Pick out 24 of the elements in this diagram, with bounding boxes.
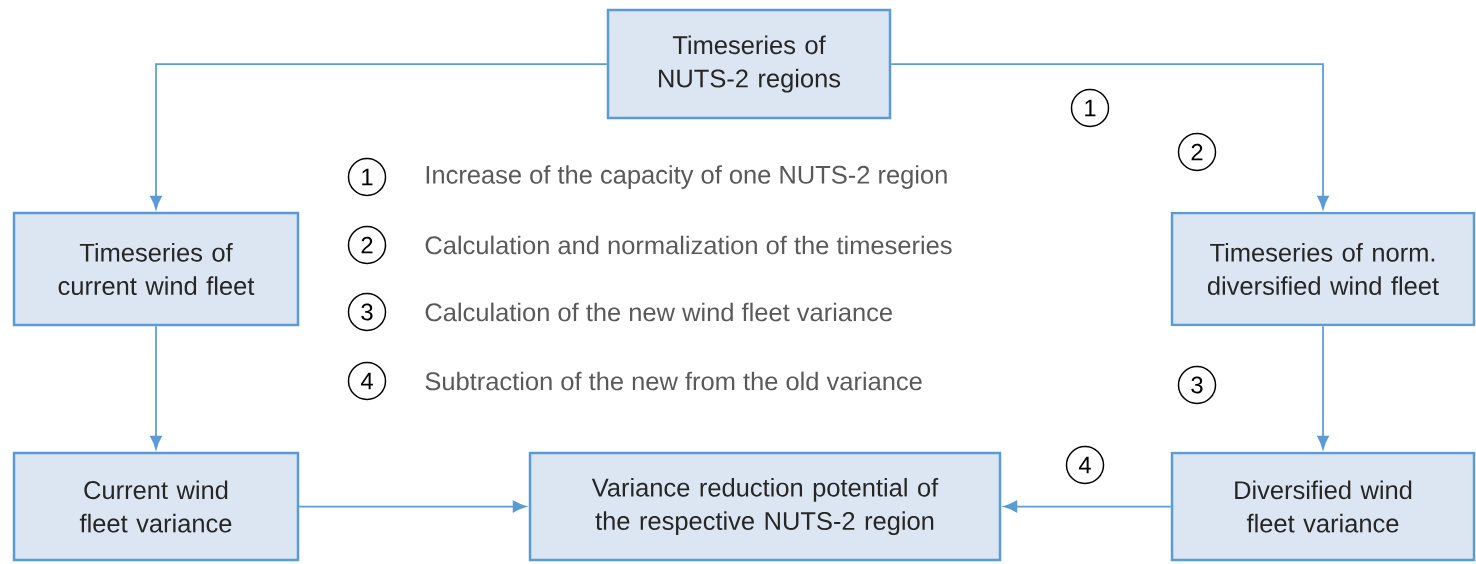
step-number: 2 <box>1177 132 1217 172</box>
process-box: Variance reduction potential of the respective NUTS-2 region <box>528 451 1002 562</box>
arrow <box>150 63 608 210</box>
process-box: Diversified wind fleet variance <box>1170 451 1476 562</box>
step-number: 4 <box>347 361 387 401</box>
process-box: Timeseries of norm. diversified wind fleet <box>1170 211 1476 327</box>
process-box: Current wind fleet variance <box>12 451 300 562</box>
process-box: Timeseries of NUTS-2 regions <box>606 8 892 120</box>
step-number: 4 <box>1065 445 1105 485</box>
step-number: 1 <box>1070 88 1110 128</box>
step-number: 3 <box>1177 365 1217 405</box>
arrow <box>1003 500 1172 513</box>
process-box: Timeseries of current wind fleet <box>12 211 300 327</box>
step-description: Subtraction of the new from the old variance <box>425 371 922 391</box>
step-number: 2 <box>347 225 387 265</box>
step-number: 1 <box>347 157 387 197</box>
arrow <box>298 500 527 513</box>
step-number: 3 <box>347 292 387 332</box>
step-description: Increase of the capacity of one NUTS-2 region <box>426 165 947 189</box>
arrow <box>890 63 1329 210</box>
arrow <box>150 325 162 450</box>
arrow <box>1317 325 1329 450</box>
step-description: Calculation and normalization of the timeseries <box>425 235 952 255</box>
step-description: Calculation of the new wind fleet variance <box>425 302 892 322</box>
